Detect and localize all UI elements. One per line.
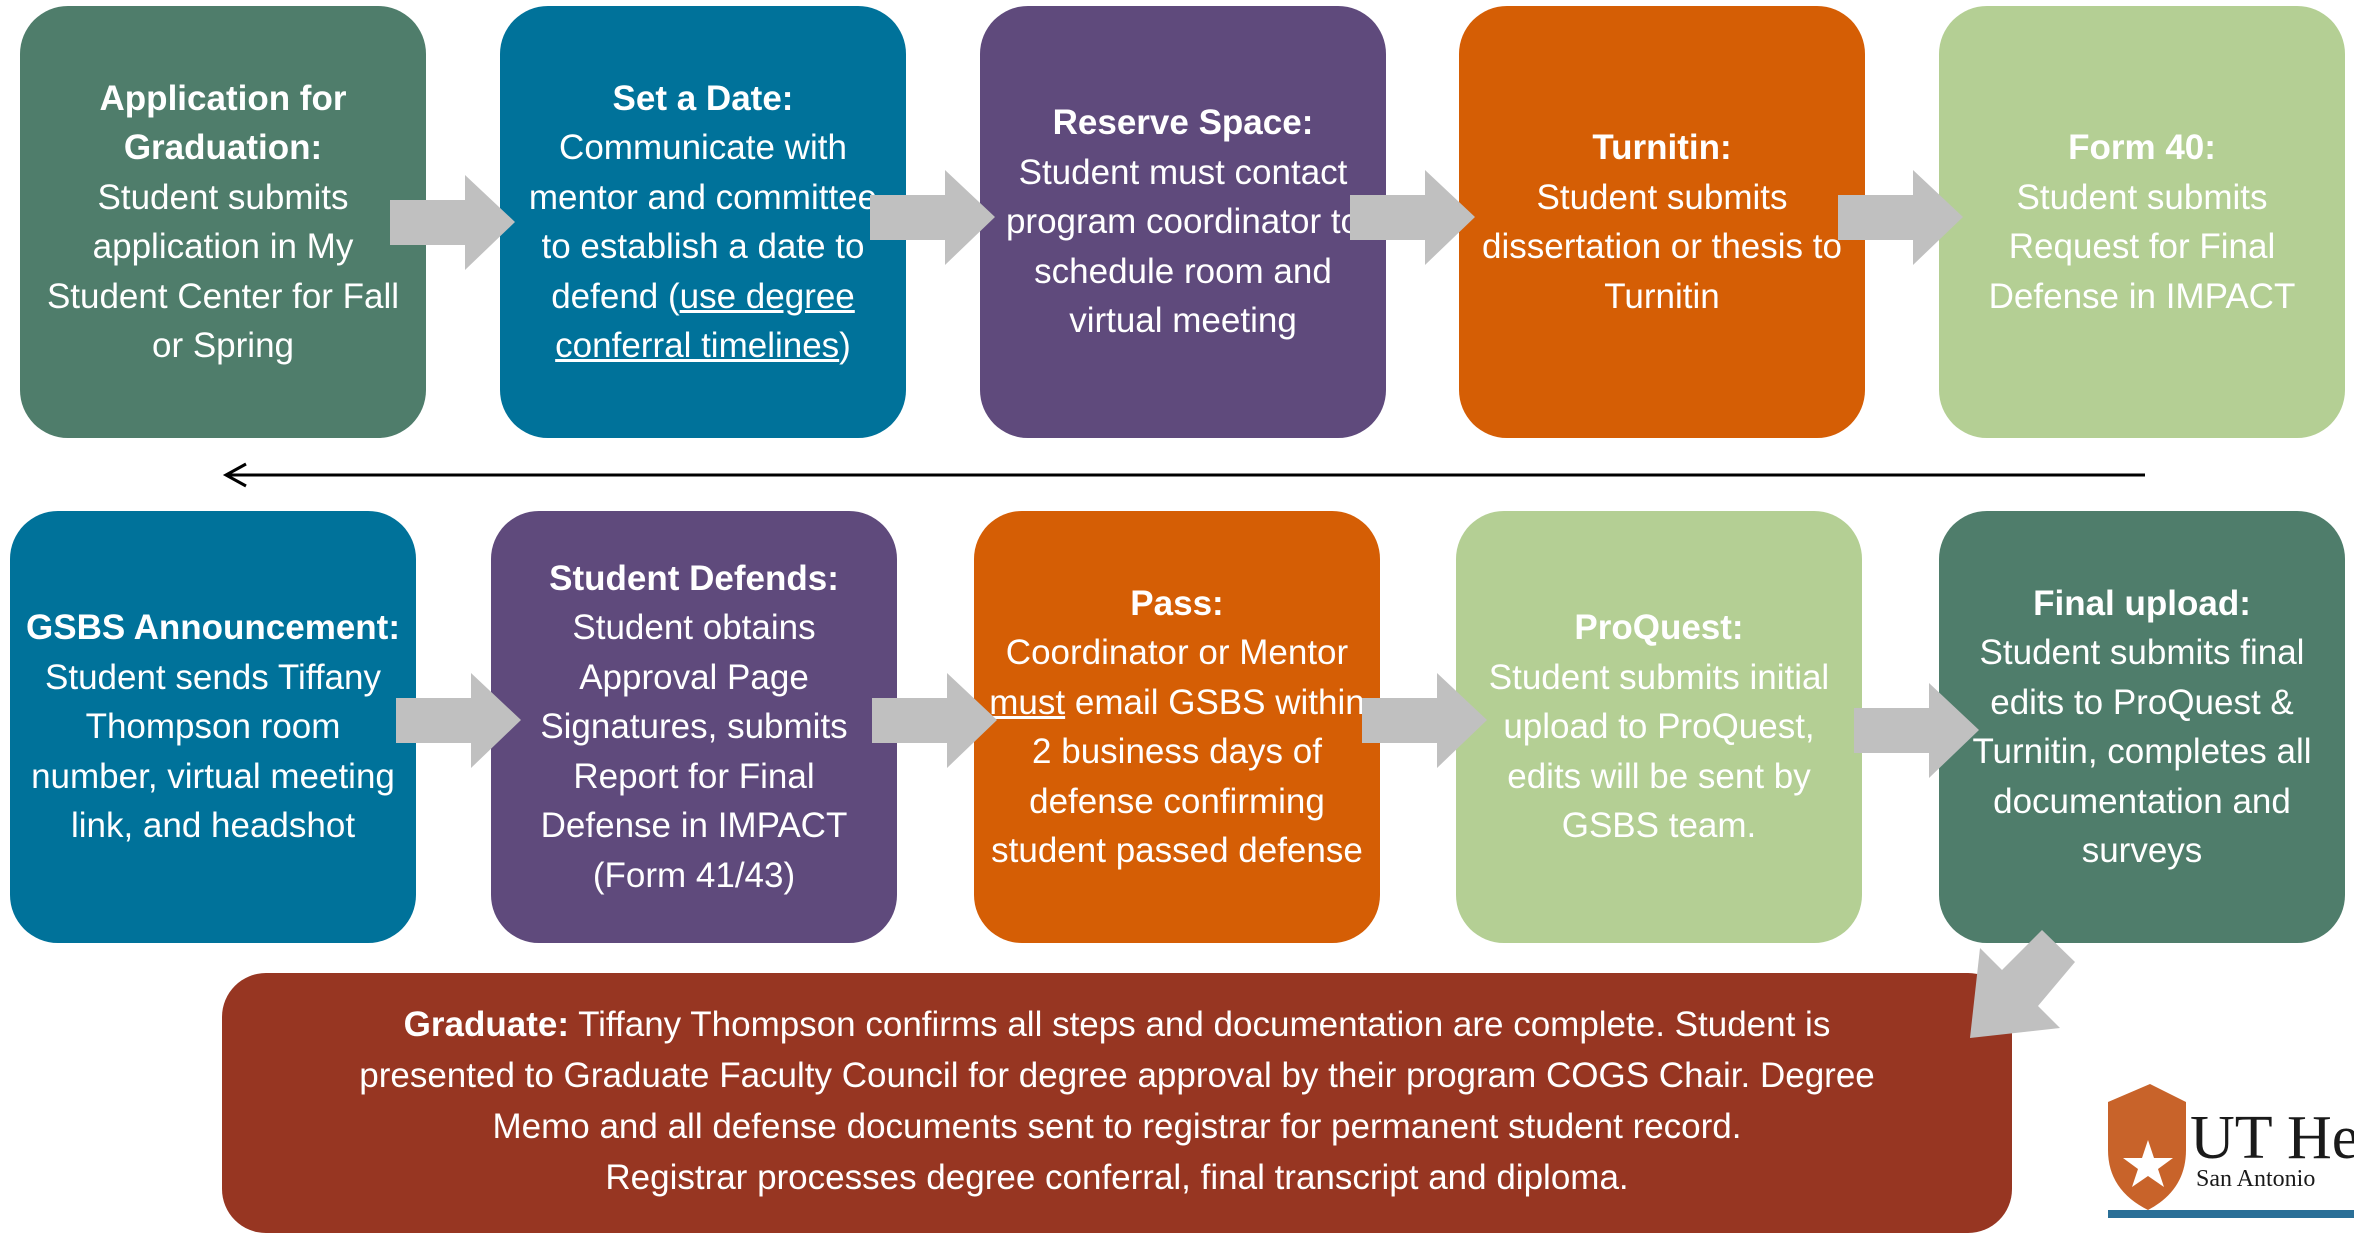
step-text: Student obtains Approval Page Signatures… bbox=[540, 608, 848, 895]
step-text: Student submits dissertation or thesis t… bbox=[1482, 177, 1842, 316]
step-form-40: Form 40: Student submits Request for Fin… bbox=[1939, 6, 2345, 438]
step-title: Set a Date: bbox=[612, 78, 794, 118]
step-title: Application for Graduation: bbox=[99, 78, 347, 168]
flow-arrow-icon bbox=[1854, 683, 1979, 778]
step-title: Final upload: bbox=[2033, 583, 2251, 623]
step-text: Student submits initial upload to ProQue… bbox=[1488, 657, 1830, 846]
logo-subtext: San Antonio bbox=[2196, 1166, 2316, 1192]
flow-arrow-icon bbox=[1838, 170, 1963, 265]
graduate-line-1: Graduate: Tiffany Thompson confirms all … bbox=[252, 999, 1982, 1050]
return-arrow-icon bbox=[222, 462, 2145, 488]
step-text-pre: Coordinator or Mentor bbox=[1005, 633, 1349, 672]
step-text: Student submits Request for Final Defens… bbox=[1988, 177, 2296, 316]
step-text: Student sends Tiffany Thompson room numb… bbox=[31, 657, 395, 846]
diagonal-arrow-icon bbox=[1970, 930, 2075, 1038]
degree-conferral-timelines-link[interactable]: use degree conferral timelines bbox=[555, 276, 855, 366]
step-title: Reserve Space: bbox=[1052, 103, 1314, 143]
flow-arrow-icon bbox=[870, 170, 995, 265]
step-title: Pass: bbox=[1130, 583, 1224, 623]
flow-arrow-icon bbox=[1350, 170, 1475, 265]
logo-text: UT Hea bbox=[2190, 1104, 2354, 1172]
graduate-line-4: Registrar processes degree conferral, fi… bbox=[605, 1158, 1629, 1197]
step-text: Student submits application in My Studen… bbox=[46, 177, 400, 366]
step-text: Coordinator or Mentor must email GSBS wi… bbox=[988, 628, 1366, 876]
step-gsbs-announcement: GSBS Announcement: Student sends Tiffany… bbox=[10, 511, 416, 943]
graduate-text-1: Tiffany Thompson confirms all steps and … bbox=[568, 1005, 1831, 1044]
flow-arrow-icon bbox=[396, 673, 521, 768]
graduate-title: Graduate: bbox=[403, 1005, 569, 1044]
flow-arrow-icon bbox=[1362, 673, 1487, 768]
step-text: Student submits final edits to ProQuest … bbox=[1972, 633, 2312, 870]
step-final-upload: Final upload: Student submits final edit… bbox=[1939, 511, 2345, 943]
step-text: Communicate with mentor and committee to… bbox=[514, 123, 892, 371]
flow-arrow-icon bbox=[872, 673, 997, 768]
step-turnitin: Turnitin: Student submits dissertation o… bbox=[1459, 6, 1865, 438]
step-text-emphasis: must bbox=[989, 682, 1066, 722]
flow-arrow-icon bbox=[390, 175, 515, 270]
step-pass: Pass: Coordinator or Mentor must email G… bbox=[974, 511, 1380, 943]
step-text-post: ) bbox=[839, 326, 851, 365]
step-reserve-space: Reserve Space: Student must contact prog… bbox=[980, 6, 1386, 438]
graduate-line-3: Memo and all defense documents sent to r… bbox=[492, 1107, 1742, 1146]
step-title: Form 40: bbox=[2068, 128, 2216, 167]
step-title: GSBS Announcement: bbox=[26, 608, 400, 648]
ut-health-logo-icon bbox=[2108, 1084, 2186, 1210]
step-text: Student must contact program coordinator… bbox=[1005, 152, 1361, 341]
step-set-a-date: Set a Date: Communicate with mentor and … bbox=[500, 6, 906, 438]
step-text-pre: Communicate with mentor and committee to… bbox=[528, 128, 878, 316]
step-title: Turnitin: bbox=[1592, 128, 1732, 167]
graduate-line-2: presented to Graduate Faculty Council fo… bbox=[359, 1056, 1875, 1095]
logo-bar bbox=[2108, 1210, 2354, 1218]
step-title: ProQuest: bbox=[1574, 608, 1744, 648]
step-application-for-graduation: Application for Graduation: Student subm… bbox=[20, 6, 426, 438]
step-student-defends: Student Defends: Student obtains Approva… bbox=[491, 511, 897, 943]
step-title: Student Defends: bbox=[549, 558, 839, 598]
graduate-box: Graduate: Tiffany Thompson confirms all … bbox=[222, 973, 2012, 1233]
step-text-post: email GSBS within 2 business days of def… bbox=[991, 682, 1365, 871]
step-proquest: ProQuest: Student submits initial upload… bbox=[1456, 511, 1862, 943]
